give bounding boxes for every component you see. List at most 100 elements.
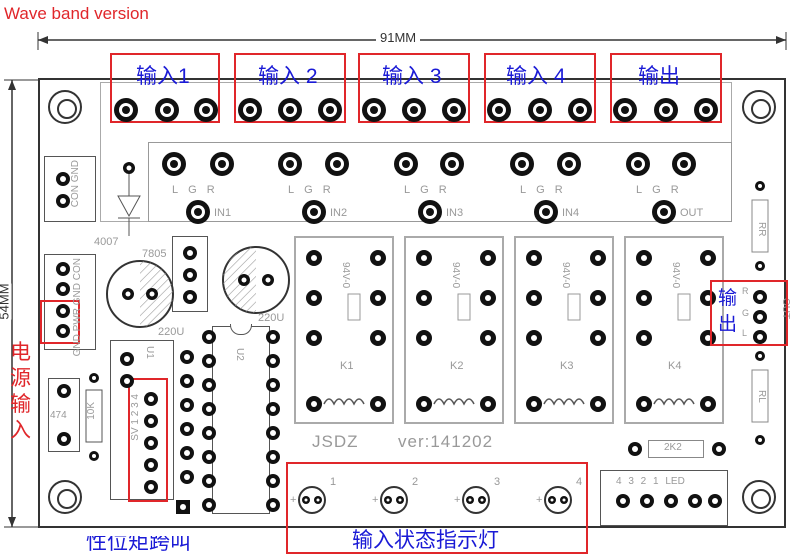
- version-silk: ver:141202: [398, 432, 494, 451]
- input4-box: [484, 53, 596, 123]
- reg-pin: [183, 246, 197, 260]
- con-connector: [44, 156, 96, 222]
- cap1-silk: 220U: [158, 326, 185, 338]
- in3-silk: IN3: [446, 207, 464, 219]
- input1-box: [110, 53, 220, 123]
- led-header-pin: [688, 494, 702, 508]
- lr-pad: [162, 152, 186, 176]
- r-side-silk: R: [742, 286, 749, 296]
- resistor-10k: [85, 373, 103, 461]
- capacitor-1: [106, 260, 174, 328]
- in-pad: [418, 200, 442, 224]
- lr-pad: [626, 152, 650, 176]
- indicator-label: 输入状态指示灯: [352, 529, 499, 552]
- cap474-pin: [57, 384, 71, 398]
- led-plus: +: [536, 494, 543, 506]
- u2-pin: [202, 450, 216, 464]
- led-header: [600, 470, 728, 526]
- right-resistors: [751, 181, 769, 445]
- lr-pad: [210, 152, 234, 176]
- terminal-pad: [194, 98, 218, 122]
- pwr-pin: [56, 262, 70, 276]
- lr-pad: [672, 152, 696, 176]
- out-silk: OUT: [680, 207, 704, 219]
- power-connector: [44, 254, 96, 350]
- out-pin: [753, 310, 767, 324]
- lgr-silk-3: LGR: [404, 184, 457, 196]
- sv-pin: [144, 480, 158, 494]
- power-pins-box: [40, 300, 80, 344]
- capacitor-2: [222, 246, 290, 314]
- sv-pin: [144, 436, 158, 450]
- input2-label: 输入 2: [258, 65, 318, 88]
- led-plus: +: [372, 494, 379, 506]
- sv-silk: SV 1 2 3 4: [130, 394, 141, 441]
- out-pin: [753, 290, 767, 304]
- terminal-pad: [694, 98, 718, 122]
- g-side-silk: G: [742, 308, 750, 318]
- u2-pin: [202, 498, 216, 512]
- pwr-pin: [56, 304, 70, 318]
- con-pin: [56, 172, 70, 186]
- led-header-pin: [708, 494, 722, 508]
- brand-silk: JSDZ: [312, 432, 359, 451]
- relay-k3: [514, 236, 614, 424]
- resistor-2k2: [648, 440, 704, 458]
- lr-pad: [278, 152, 302, 176]
- reg-silk: 7805: [142, 248, 167, 260]
- misc-pin: [180, 470, 194, 484]
- out-side-silk: OUT: [780, 298, 791, 320]
- output-label: 输出: [638, 65, 680, 88]
- u2-pin: [202, 474, 216, 488]
- u2-pin: [266, 402, 280, 416]
- relay4-label: K4: [668, 360, 682, 372]
- relay2-rating: 94V-0: [450, 262, 461, 289]
- led-header-pin: [616, 494, 630, 508]
- r2k2-pin: [628, 442, 642, 456]
- led3-silk: 3: [494, 476, 501, 488]
- u1-pin: [120, 374, 134, 388]
- height-dimension: 54MM: [0, 283, 12, 320]
- terminal-pad: [402, 98, 426, 122]
- misc-pin: [180, 350, 194, 364]
- lgr-silk-1: LGR: [172, 184, 225, 196]
- u2-pin: [266, 498, 280, 512]
- pwr-pin: [56, 324, 70, 338]
- input4-label: 输入 4: [506, 65, 566, 88]
- terminal-pad: [114, 98, 138, 122]
- cap2-silk: 220U: [258, 312, 285, 324]
- diode-silk: 4007: [94, 236, 119, 248]
- version-title: Wave band version: [4, 4, 149, 23]
- lr-pad: [394, 152, 418, 176]
- mounting-hole-bl: [48, 480, 82, 514]
- rl-silk: RL: [756, 390, 767, 403]
- u2-pin: [266, 474, 280, 488]
- led-header-pin: [640, 494, 654, 508]
- input2-box: [234, 53, 346, 123]
- mounting-hole-tl: [48, 90, 82, 124]
- output-box: [610, 53, 722, 123]
- u2-pin: [266, 378, 280, 392]
- sv-header-box: [128, 378, 168, 502]
- misc-pin: [180, 446, 194, 460]
- relay-pins: [306, 249, 717, 413]
- sv-pin: [144, 458, 158, 472]
- u1-silk: U1: [144, 346, 155, 359]
- in2-silk: IN2: [330, 207, 348, 219]
- u2-pin: [202, 330, 216, 344]
- in-pad: [302, 200, 326, 224]
- relay3-label: K3: [560, 360, 574, 372]
- u2-pin: [266, 330, 280, 344]
- relay2-label: K2: [450, 360, 464, 372]
- r2k2-silk: 2K2: [664, 442, 682, 453]
- u2-pin: [202, 426, 216, 440]
- r10k-silk: 10K: [86, 402, 97, 420]
- relay3-rating: 94V-0: [560, 262, 571, 289]
- cap-474: [48, 378, 80, 452]
- regulator: [172, 236, 208, 312]
- lgr-silk-5: LGR: [636, 184, 689, 196]
- terminal-pad: [654, 98, 678, 122]
- sv-pin: [144, 414, 158, 428]
- lgr-silk-4: LGR: [520, 184, 573, 196]
- lr-pad: [557, 152, 581, 176]
